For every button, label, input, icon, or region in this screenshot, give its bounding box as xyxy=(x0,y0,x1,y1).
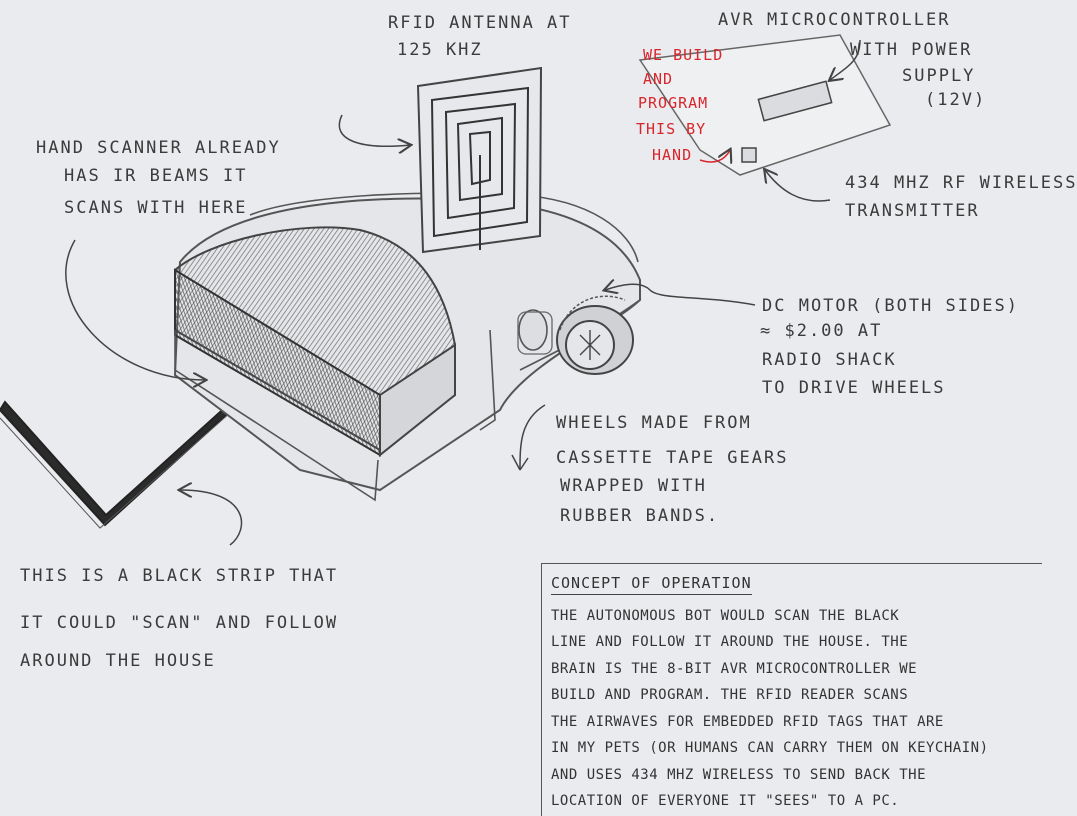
transmitter-line-1: 434 MHz RF WIRELESS xyxy=(845,173,1077,193)
wheel xyxy=(556,295,634,375)
concept-line: IN MY PETS (OR HUMANS CAN CARRY THEM ON … xyxy=(551,740,989,756)
we-build-line-3: PROGRAM xyxy=(638,94,709,112)
black-strip-line-1: THIS IS A BLACK STRIP THAT xyxy=(20,566,339,586)
concept-line: AND USES 434 MHz WIRELESS TO SEND BACK T… xyxy=(551,767,927,783)
concept-line: LOCATION OF EVERYONE IT "SEES" TO A PC. xyxy=(551,793,900,809)
hand-scanner-line-1: HAND SCANNER ALREADY xyxy=(36,138,281,158)
hand-scanner-line-2: HAS IR BEAMS IT xyxy=(64,166,248,186)
concept-line: THE AUTONOMOUS BOT WOULD SCAN THE BLACK xyxy=(551,608,900,624)
avr-label-line-3: SUPPLY xyxy=(902,66,976,86)
concept-line: BUILD AND PROGRAM. THE RFID READER SCANS xyxy=(551,687,909,703)
we-build-line-2: AND xyxy=(643,70,674,88)
concept-title: CONCEPT OF OPERATION xyxy=(551,574,752,595)
avr-label-line-1: AVR MICROCONTROLLER xyxy=(718,10,951,30)
concept-line: THE AIRWAVES FOR EMBEDDED RFID TAGS THAT… xyxy=(551,714,944,730)
black-strip-line-2: IT COULD "SCAN" AND FOLLOW xyxy=(20,613,339,633)
black-strip xyxy=(0,392,247,527)
concept-line: LINE AND FOLLOW IT AROUND THE HOUSE. THE xyxy=(551,634,909,650)
rfid-antenna xyxy=(416,66,543,254)
avr-label-line-2: WITH POWER xyxy=(850,40,973,60)
dc-motor-line-2: ≈ $2.00 AT xyxy=(760,321,883,341)
hand-scanner-line-3: SCANS WITH HERE xyxy=(64,198,248,218)
concept-line: BRAIN IS THE 8-BIT AVR MICROCONTROLLER W… xyxy=(551,661,918,677)
wheels-line-2: CASSETTE TAPE GEARS xyxy=(556,448,789,468)
dc-motor-line-3: RADIO SHACK xyxy=(762,350,897,370)
we-build-line-4: THIS BY xyxy=(636,120,707,138)
robot-sketch xyxy=(0,34,892,546)
avr-label-line-4: (12V) xyxy=(925,90,987,110)
dc-motor-line-4: TO DRIVE WHEELS xyxy=(762,378,946,398)
antenna-label-line-2: 125 KHz xyxy=(397,40,483,60)
we-build-line-5: HAND xyxy=(652,146,693,164)
wheels-line-4: RUBBER BANDS. xyxy=(560,506,720,526)
wheels-line-3: WRAPPED WITH xyxy=(560,476,707,496)
wheels-line-1: WHEELS MADE FROM xyxy=(556,413,752,433)
antenna-label-line-1: RFID ANTENNA AT xyxy=(388,13,572,33)
black-strip-line-3: AROUND THE HOUSE xyxy=(20,651,216,671)
transmitter-line-2: TRANSMITTER xyxy=(845,201,980,221)
dc-motor-line-1: DC MOTOR (BOTH SIDES) xyxy=(762,296,1019,316)
we-build-line-1: WE BUILD xyxy=(643,46,724,64)
concept-box: CONCEPT OF OPERATION THE AUTONOMOUS BOT … xyxy=(541,563,1042,816)
